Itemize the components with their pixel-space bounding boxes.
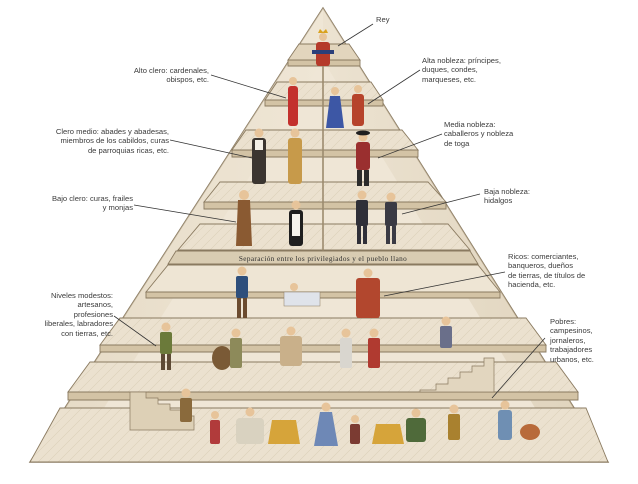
leader-bajo-clero [133, 204, 237, 223]
separation-label: Separación entre los privilegiados y el … [239, 255, 407, 263]
leader-niveles-modestos [113, 315, 157, 347]
figures-media-nobleza [356, 130, 370, 186]
figures-alta-nobleza [326, 85, 364, 128]
label-niveles-modestos: Niveles modestos: artesanos, profesiones… [44, 291, 113, 338]
staircases [129, 357, 495, 431]
figures-clero-medio [252, 128, 302, 184]
leader-baja-nobleza [401, 193, 481, 215]
label-rey: Rey [376, 15, 390, 24]
leader-alta-nobleza [367, 69, 421, 105]
figures-baja-nobleza [356, 190, 397, 244]
leader-clero-medio [169, 139, 253, 159]
leader-rey [337, 23, 374, 47]
label-alta-nobleza: Alta nobleza: príncipes, duques, condes,… [422, 56, 501, 84]
label-bajo-clero: Bajo clero: curas, frailes y monjas [51, 194, 133, 213]
leader-ricos [383, 271, 506, 297]
leader-media-nobleza [377, 133, 443, 159]
leader-lines [113, 23, 546, 399]
label-clero-medio: Clero medio: abades y abadesas, miembros… [55, 127, 169, 155]
figures-bajo-clero [236, 190, 303, 246]
figures-niveles-modestos [160, 316, 452, 370]
leader-alto-clero [210, 74, 287, 99]
figures-ricos [236, 266, 380, 318]
leader-pobres [491, 337, 546, 399]
separation-band: Separación entre los privilegiados y el … [167, 250, 479, 265]
figures-alto-clero [288, 77, 298, 126]
label-baja-nobleza: Baja nobleza: hidalgos [484, 187, 531, 206]
figures-pobres [180, 388, 540, 446]
label-pobres: Pobres: campesinos, jornaleros, trabajad… [550, 317, 594, 364]
label-ricos: Ricos: comerciantes, banqueros, dueños d… [508, 252, 586, 290]
label-media-nobleza: Media nobleza: caballeros y nobleza de t… [444, 120, 514, 148]
label-alto-clero: Alto clero: cardenales, obispos, etc. [133, 66, 209, 85]
figure-rey [312, 29, 334, 66]
